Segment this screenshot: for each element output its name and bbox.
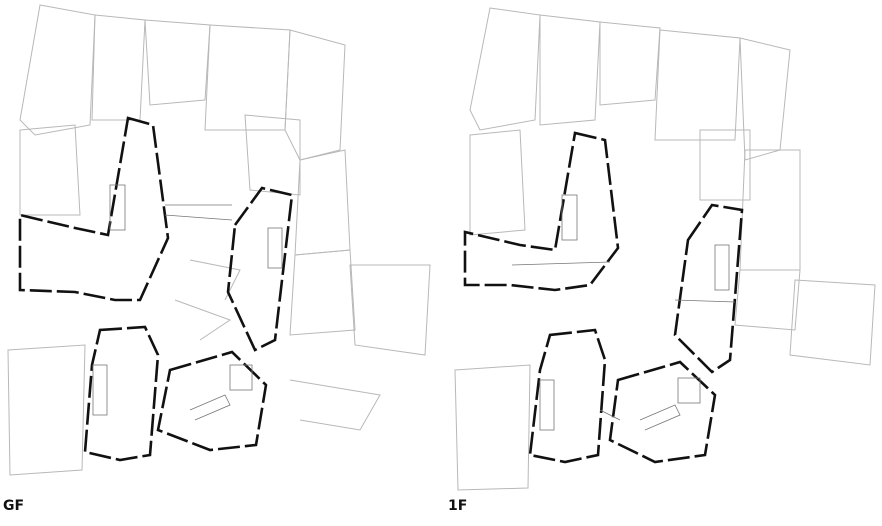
plan-first-floor <box>454 7 876 491</box>
context-buildings <box>7 4 431 476</box>
building-blocks <box>463 131 744 464</box>
interior-lines <box>511 194 736 431</box>
plan-ground-floor <box>7 4 431 476</box>
plan-label-first-floor: 1F <box>448 498 468 514</box>
interior-lines <box>92 184 283 421</box>
building-blocks <box>18 116 294 462</box>
plan-label-ground-floor: GF <box>3 498 25 514</box>
context-buildings <box>454 7 876 491</box>
